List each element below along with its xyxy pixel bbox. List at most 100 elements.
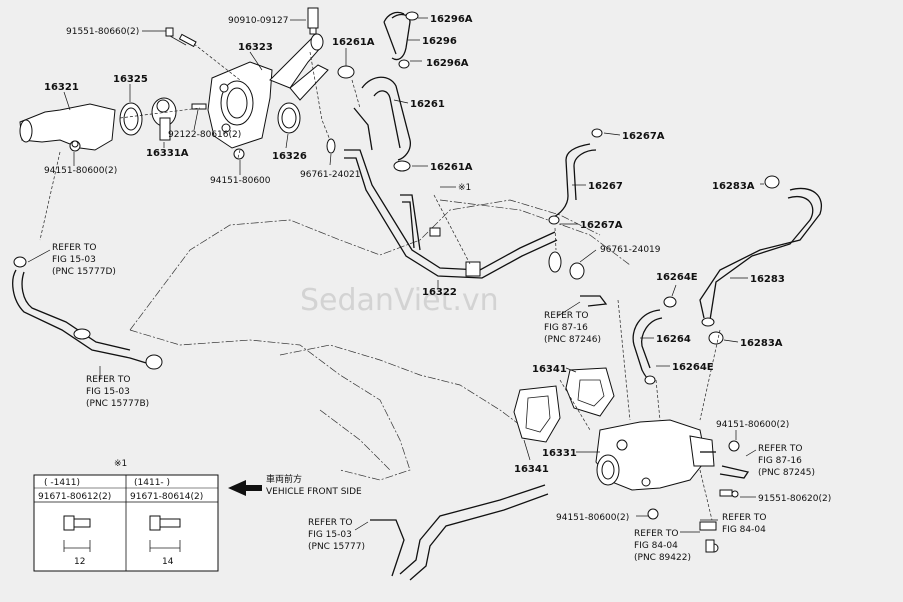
engine-outline xyxy=(129,199,631,481)
label-16267A-top: 16267A xyxy=(622,131,665,142)
label-96761-a: 96761-24021 xyxy=(300,170,361,180)
refer-line: (PNC 87246) xyxy=(544,335,601,345)
nut-94151-d xyxy=(728,440,740,452)
nut-94151-b xyxy=(233,148,245,160)
water-inlet-16331 xyxy=(595,419,715,491)
vehicle-front-jp: 車両前方 xyxy=(266,473,302,485)
refer-line: REFER TO xyxy=(52,243,97,253)
refer-line: FIG 15-03 xyxy=(52,255,96,265)
label-91551-b: 91551-80620(2) xyxy=(758,494,831,504)
refer-line: FIG 15-03 xyxy=(308,530,352,540)
refer-block-15777B: REFER TO FIG 15-03 (PNC 15777B) xyxy=(86,375,149,409)
label-16321: 16321 xyxy=(44,82,79,93)
bolt-table: ※1 ( -1411) (1411- ) 91671-80612(2) 9167… xyxy=(33,459,219,572)
label-94151-a: 94151-80600(2) xyxy=(44,166,117,176)
oring-96761-a xyxy=(326,138,336,154)
label-16267A-b: 16267A xyxy=(580,220,623,231)
refer-line: REFER TO xyxy=(722,513,767,523)
label-90910: 90910-09127 xyxy=(228,16,289,26)
label-16264E-top: 16264E xyxy=(656,272,698,283)
label-16264: 16264 xyxy=(656,334,691,345)
label-94151-c: 94151-80600(2) xyxy=(556,513,629,523)
vehicle-front-indicator: 車両前方 VEHICLE FRONT SIDE xyxy=(228,473,362,497)
refer-line: REFER TO xyxy=(758,444,803,454)
refer-line: REFER TO xyxy=(308,518,353,528)
label-16283A-top: 16283A xyxy=(712,181,755,192)
label-94151-b: 94151-80600 xyxy=(210,176,271,186)
hose-16267 xyxy=(548,128,603,225)
refer-line: FIG 87-16 xyxy=(758,456,802,466)
refer-line: (PNC 15777) xyxy=(308,542,365,552)
water-inlet-16323 xyxy=(207,33,329,149)
nut-94151-a xyxy=(71,140,79,148)
vehicle-front-en: VEHICLE FRONT SIDE xyxy=(266,487,362,497)
table-col2-range: (1411- ) xyxy=(134,478,170,488)
table-col2-dim: 14 xyxy=(162,557,174,567)
water-outlet-16321 xyxy=(19,103,116,152)
hose-right-refer xyxy=(580,295,750,479)
refer-line: FIG 15-03 xyxy=(86,387,130,397)
sensor-90910 xyxy=(307,7,319,35)
gasket-16325 xyxy=(119,102,143,136)
gasket-16341-top xyxy=(565,367,615,417)
label-16296A-b: 16296A xyxy=(426,58,469,69)
table-note: ※1 xyxy=(114,459,127,469)
label-16283A-b: 16283A xyxy=(740,338,783,349)
refer-line: (PNC 15777B) xyxy=(86,399,149,409)
leader-lines xyxy=(27,17,764,533)
label-16341-b: 16341 xyxy=(514,464,549,475)
sensor-84-04 xyxy=(699,521,719,553)
refer-line: REFER TO xyxy=(544,311,589,321)
table-col1-part: 91671-80612(2) xyxy=(38,492,111,502)
bolt-drawing-12 xyxy=(63,515,91,552)
hose-lower-refer xyxy=(370,484,549,581)
refer-block-87246: REFER TO FIG 87-16 (PNC 87246) xyxy=(544,311,601,345)
refer-line: FIG 84-04 xyxy=(722,525,766,535)
watermark: SedanViet.vn xyxy=(300,283,499,318)
refer-line: (PNC 15777D) xyxy=(52,267,116,277)
guide-lines xyxy=(39,43,721,521)
label-16326: 16326 xyxy=(272,151,307,162)
part-labels: 91551-80660(2) 90910-09127 16323 16321 1… xyxy=(44,14,831,523)
refer-line: FIG 87-16 xyxy=(544,323,588,333)
nut-94151-c xyxy=(647,508,659,520)
label-16296: 16296 xyxy=(422,36,457,47)
label-16261: 16261 xyxy=(410,99,445,110)
label-x1: ※1 xyxy=(458,183,471,193)
hose-16283 xyxy=(699,175,822,345)
refer-line: REFER TO xyxy=(634,529,679,539)
hose-16264 xyxy=(632,296,677,385)
label-16331A: 16331A xyxy=(146,148,189,159)
arrow-left-icon xyxy=(228,480,262,496)
gasket-16326 xyxy=(277,102,301,134)
stud-92122 xyxy=(191,103,207,110)
hose-16261 xyxy=(337,65,411,172)
refer-block-15777D: REFER TO FIG 15-03 (PNC 15777D) xyxy=(52,243,116,277)
label-16296A-top: 16296A xyxy=(430,14,473,25)
hose-left-refer xyxy=(12,256,163,370)
label-16325: 16325 xyxy=(113,74,148,85)
refer-block-89422: REFER TO FIG 84-04 (PNC 89422) xyxy=(634,529,691,563)
gasket-16341-bottom xyxy=(513,385,561,443)
label-96761-b: 96761-24019 xyxy=(600,245,661,255)
label-16322: 16322 xyxy=(422,287,457,298)
label-16331: 16331 xyxy=(542,448,577,459)
label-16264E-b: 16264E xyxy=(672,362,714,373)
hose-16296 xyxy=(383,11,419,69)
label-16323: 16323 xyxy=(238,42,273,53)
oring-96761-b xyxy=(548,251,585,280)
bolt-91551-b xyxy=(719,489,739,498)
thermostat-16331A xyxy=(151,97,177,141)
refer-line: REFER TO xyxy=(86,375,131,385)
label-16261A-mid: 16261A xyxy=(430,162,473,173)
label-92122: 92122-80616(2) xyxy=(168,130,241,140)
refer-line: FIG 84-04 xyxy=(634,541,678,551)
table-col2-part: 91671-80614(2) xyxy=(130,492,203,502)
bolt-91551-top xyxy=(165,27,197,48)
bolt-drawing-14 xyxy=(149,515,181,552)
pipe-16322 xyxy=(344,107,558,279)
refer-line: (PNC 87245) xyxy=(758,468,815,478)
label-91551-top: 91551-80660(2) xyxy=(66,27,139,37)
refer-block-84-04-a: REFER TO FIG 84-04 xyxy=(722,513,767,535)
